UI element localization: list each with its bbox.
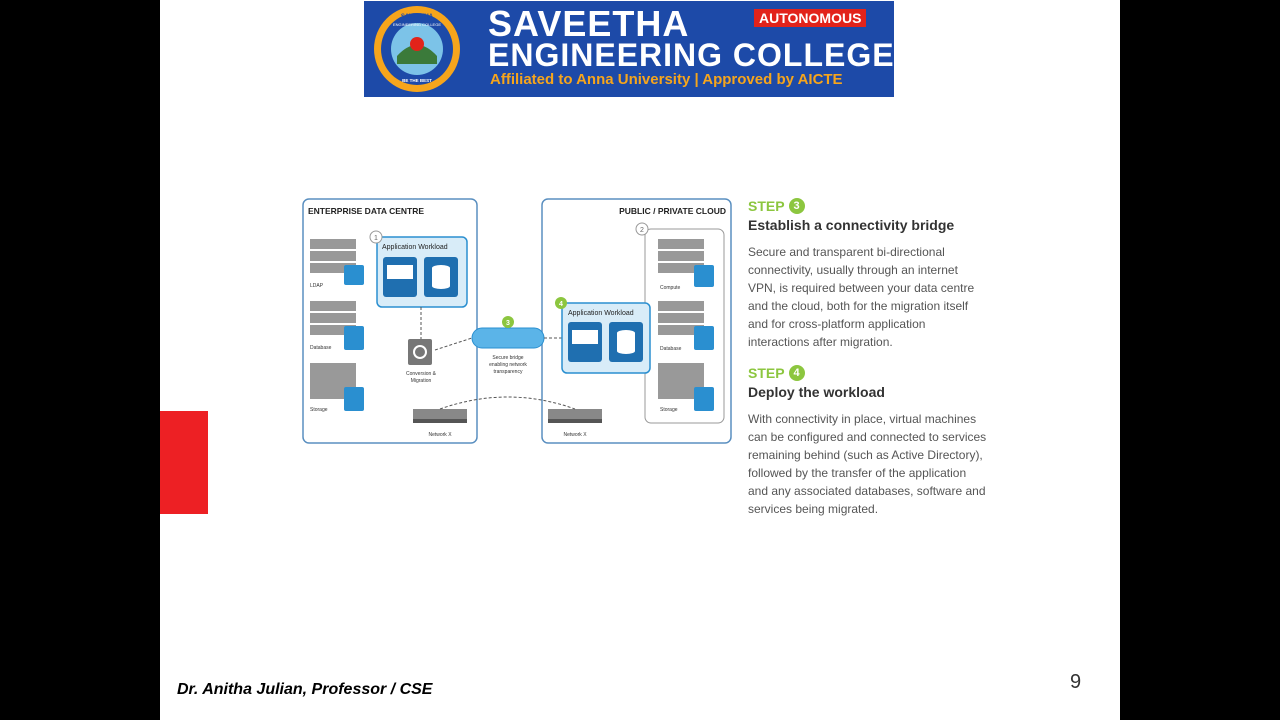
step-3-number: 3 [788, 198, 805, 214]
storage-server-icon [310, 363, 364, 411]
slide: SAVEETHA ENGINEERING COLLEGE BE THE BEST… [160, 0, 1120, 720]
network-label-left: Network X [428, 432, 452, 438]
college-name-line2: ENGINEERING COLLEGE [488, 37, 894, 73]
database-label-left: Database [310, 345, 332, 351]
badge-4: 4 [559, 301, 563, 308]
gear-icon [408, 339, 432, 365]
college-banner: SAVEETHA ENGINEERING COLLEGE BE THE BEST… [364, 1, 894, 97]
compute-label: Compute [660, 285, 681, 291]
page-number: 9 [1070, 671, 1082, 693]
network-label-right: Network X [563, 432, 587, 438]
step-3-body: Secure and transparent bi-directional co… [748, 245, 975, 349]
compute-server-icon [658, 239, 714, 287]
database-label-right: Database [660, 346, 682, 352]
migration-diagram: ENTERPRISE DATA CENTRE PUBLIC / PRIVATE … [302, 198, 732, 444]
step-3-word: STEP [748, 198, 785, 214]
author-footer: Dr. Anitha Julian, Professor / CSE [177, 681, 433, 698]
bridge-label-2: enabling network [489, 362, 527, 368]
seal-text-top: SAVEETHA [401, 14, 434, 20]
step-3-title: Establish a connectivity bridge [748, 217, 955, 233]
college-affiliation: Affiliated to Anna University | Approved… [490, 71, 843, 88]
step-4-title: Deploy the workload [748, 384, 885, 400]
conversion-label-1: Conversion & [406, 371, 437, 377]
workload-label-right: Application Workload [568, 310, 634, 317]
side-accent-bar [160, 411, 208, 514]
college-seal-logo: SAVEETHA ENGINEERING COLLEGE BE THE BEST [374, 6, 460, 92]
badge-1: 1 [374, 235, 378, 242]
steps-panel: STEP 3 Establish a connectivity bridge S… [748, 198, 988, 518]
badge-2: 2 [640, 227, 644, 234]
college-name-line1: SAVEETHA [488, 3, 690, 44]
database-server-icon [310, 301, 364, 350]
network-switch-right [548, 409, 602, 423]
autonomous-badge: AUTONOMOUS [754, 9, 867, 27]
step-4-body: With connectivity in place, virtual mach… [748, 412, 987, 516]
step-3-tag: STEP 3 [748, 198, 988, 214]
storage-label-right: Storage [660, 407, 678, 413]
step-4: STEP 4 Deploy the workload With connecti… [748, 365, 988, 518]
conversion-label-2: Migration [411, 378, 432, 384]
bridge-label-1: Secure bridge [492, 355, 523, 361]
right-box-title: PUBLIC / PRIVATE CLOUD [619, 206, 726, 216]
left-box-title: ENTERPRISE DATA CENTRE [308, 206, 424, 216]
secure-bridge-tube [471, 327, 545, 349]
seal-text-bottom: BE THE BEST [402, 78, 432, 83]
storage-label-left: Storage [310, 407, 328, 413]
step-3: STEP 3 Establish a connectivity bridge S… [748, 198, 988, 351]
workload-label-left: Application Workload [382, 244, 448, 251]
seal-text-mid: ENGINEERING COLLEGE [393, 22, 441, 27]
step-4-number: 4 [788, 365, 805, 381]
ldap-label: LDAP [310, 283, 324, 289]
step-4-tag: STEP 4 [748, 365, 988, 381]
ldap-server-icon [310, 239, 364, 285]
database-server-icon-right [658, 301, 714, 350]
network-switch-left [413, 409, 467, 423]
bridge-label-3: transparency [494, 369, 523, 375]
badge-3: 3 [506, 320, 510, 327]
step-4-word: STEP [748, 365, 785, 381]
storage-server-icon-right [658, 363, 714, 411]
